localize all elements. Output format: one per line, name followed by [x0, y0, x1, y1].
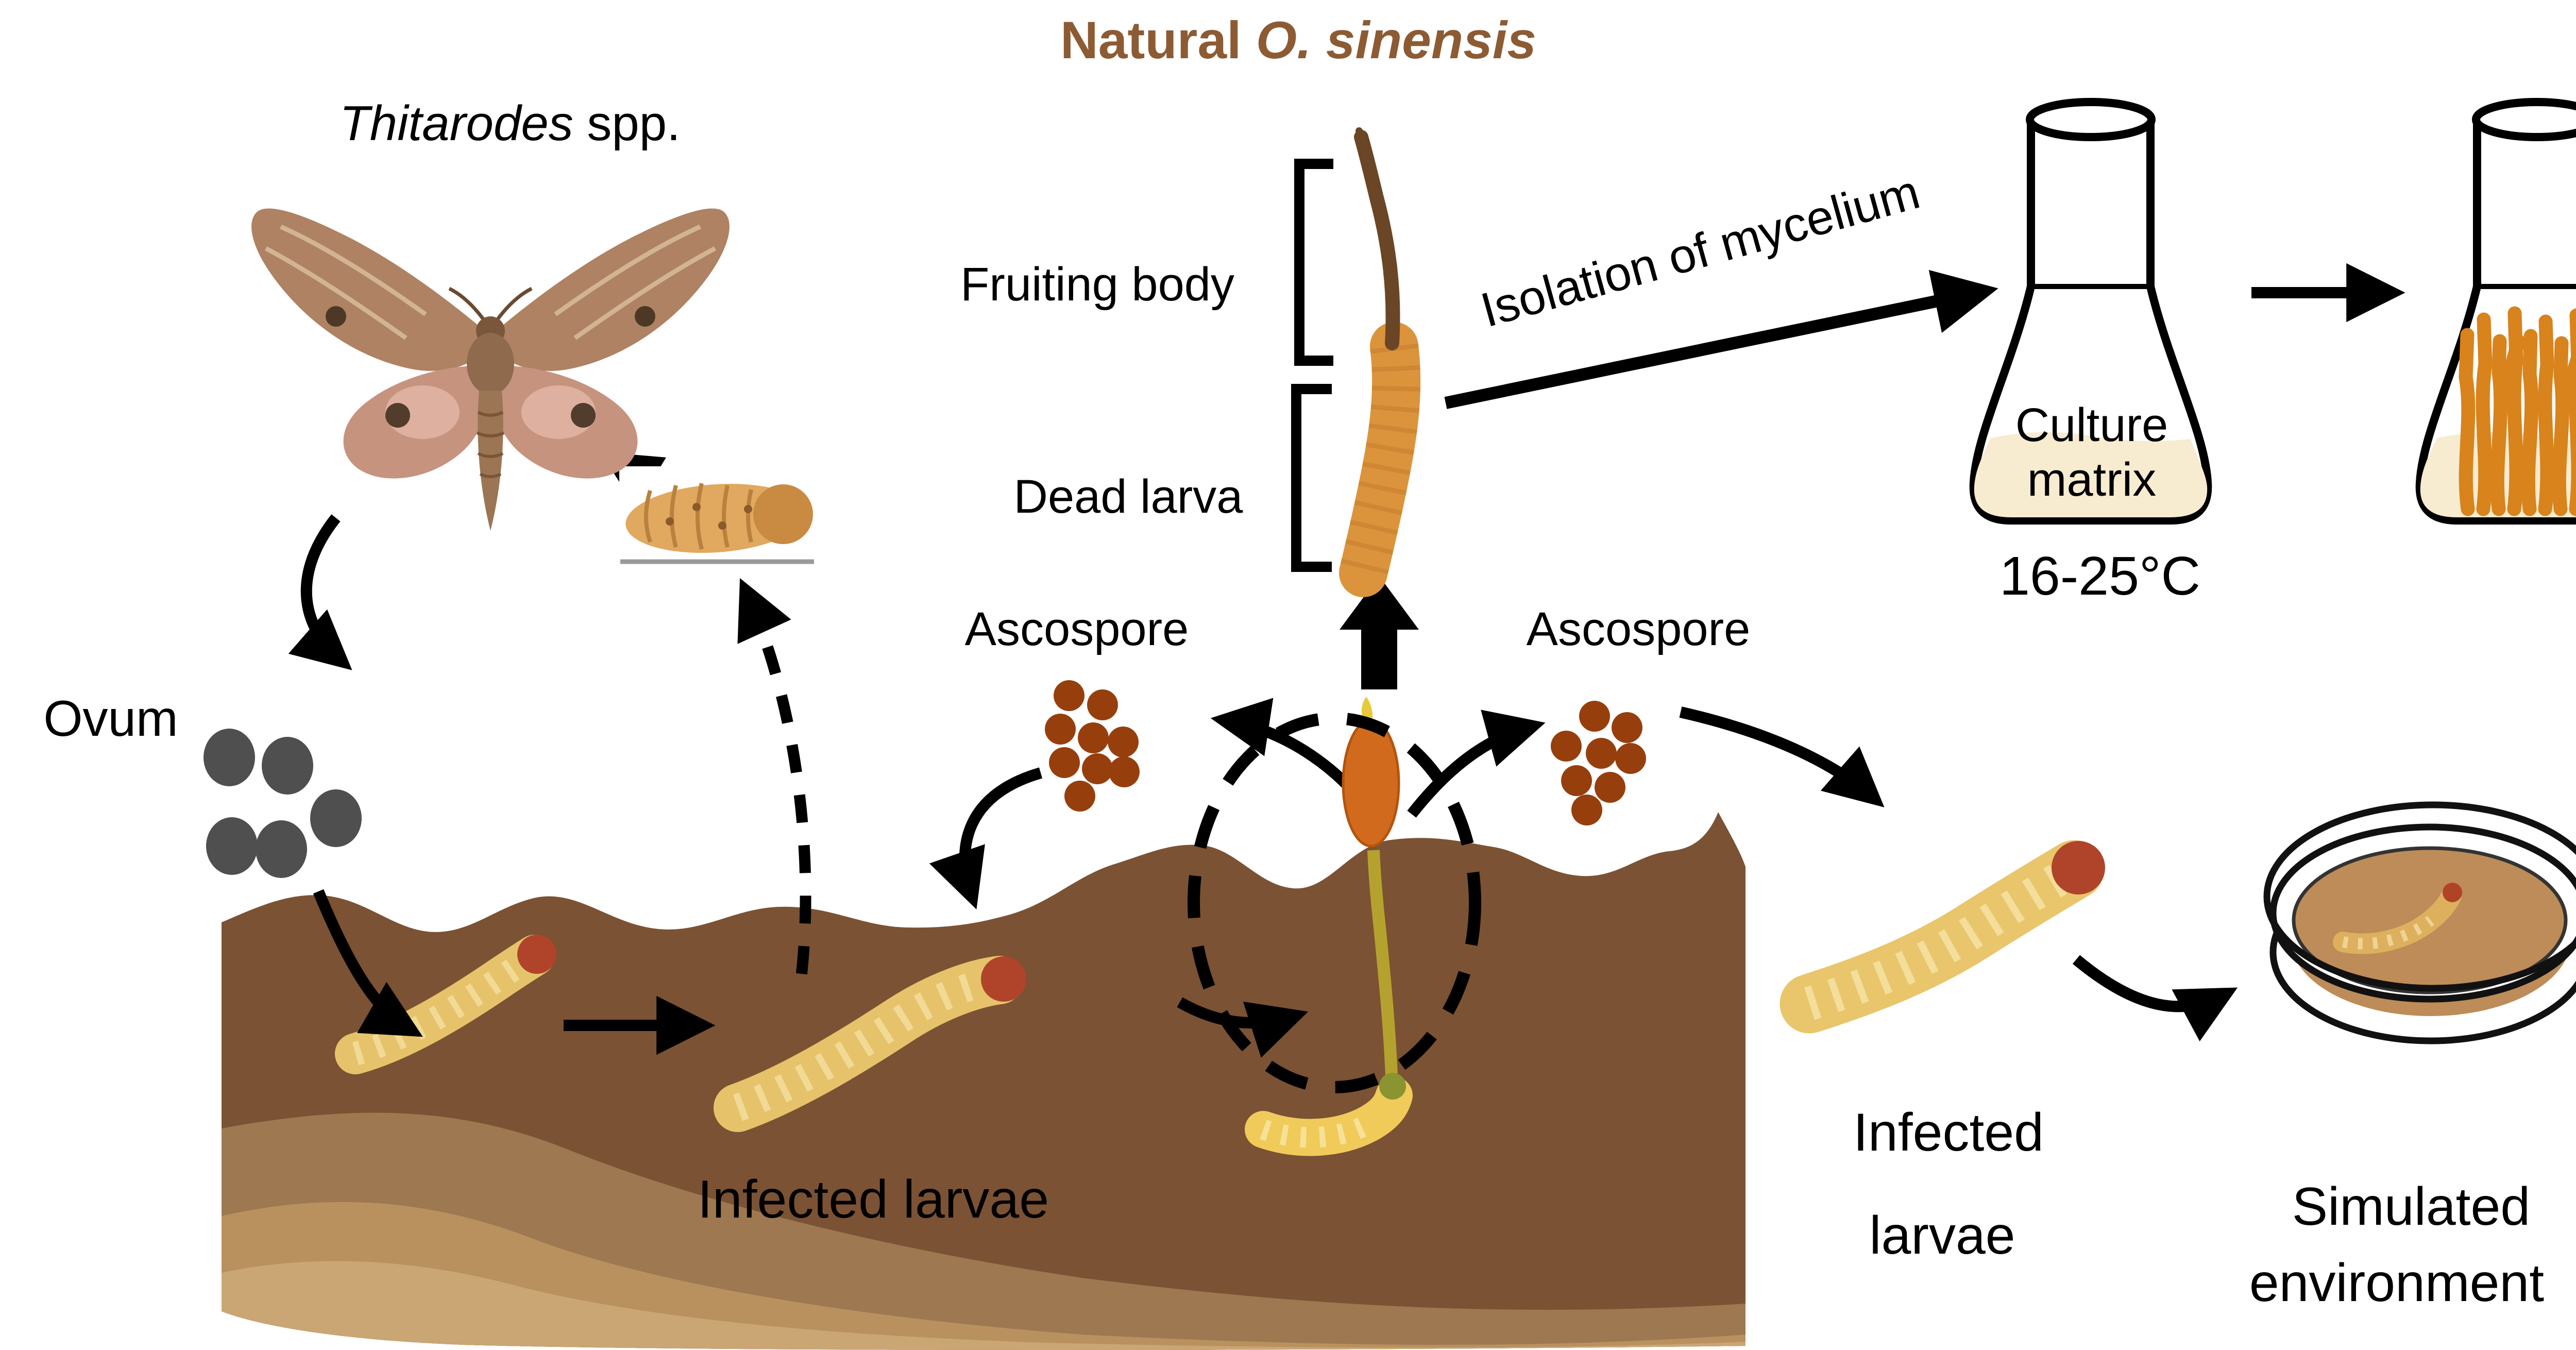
arrow-ascospore-left-to-soil — [929, 767, 1043, 910]
temperature-label: 16-25°C — [1999, 545, 2201, 606]
ovum-eggs — [204, 729, 362, 878]
egg-dot — [310, 789, 362, 847]
moth-genus: Thitarodes — [340, 96, 573, 151]
infected-larvae-right-line1: Infected — [1853, 1102, 2044, 1162]
culture-matrix-line2: matrix — [2027, 453, 2157, 507]
moth-label: Thitarodes spp. — [340, 98, 681, 149]
moth-forewing-left — [251, 208, 488, 371]
fungus-stroma-head — [1342, 719, 1400, 848]
egg-dot — [262, 737, 313, 795]
culture-matrix-line1: Culture — [2015, 399, 2168, 452]
flask1-liquid — [1974, 432, 2208, 517]
soil-layer-4 — [222, 1261, 1745, 1350]
dead-larva-label: Dead larva — [1013, 470, 1243, 524]
moth-thorax — [467, 333, 514, 395]
arrow-larva-to-petri — [2072, 955, 2238, 1042]
flask2-mouth — [2472, 98, 2576, 141]
soil-larva-2 — [714, 956, 1026, 1132]
page-title: Natural O. sinensis — [1060, 13, 1536, 68]
ascospore-dots-right — [1551, 701, 1646, 825]
arrow-moth-to-ovum — [288, 514, 352, 670]
natural-specimen — [1291, 127, 1421, 597]
infected-larvae-label-left: Infected larvae — [697, 1169, 1049, 1229]
simulated-env-line2: environment — [2249, 1253, 2545, 1313]
simulated-env-line1: Simulated — [2292, 1176, 2531, 1237]
petri-lid — [2263, 801, 2576, 992]
dashed-arrow-larva-to-pupa — [737, 578, 811, 975]
title-prefix: Natural — [1060, 10, 1256, 70]
petri-dish — [2263, 801, 2576, 1044]
soil-cross-section — [222, 812, 1745, 1350]
fruiting-body-label: Fruiting body — [960, 258, 1234, 311]
moth-forewing-right — [493, 208, 730, 371]
pupa — [619, 466, 814, 564]
specimen-dead-larva-body — [1339, 322, 1421, 597]
fungus-stalk — [1367, 850, 1398, 1089]
bracket-fruiting-body — [1294, 159, 1333, 366]
title-species: O. sinensis — [1256, 10, 1536, 70]
arrow-isolation-of-mycelium — [1444, 269, 1998, 409]
moth-suffix: spp. — [573, 96, 681, 151]
ascospore-dots-left — [1045, 680, 1140, 812]
fruiting-body-strands — [2459, 306, 2576, 516]
bracket-dead-larva — [1291, 384, 1332, 572]
fungus-stalk-base — [1379, 1073, 1406, 1100]
flask1-mouth — [2026, 98, 2156, 141]
dashed-highlight-ellipse — [1188, 712, 1481, 1093]
petri-larva — [2333, 883, 2462, 954]
arrow-ascospore-right-to-larva — [1679, 706, 1885, 807]
flask-culture-matrix — [1969, 98, 2212, 525]
egg-dot — [206, 817, 258, 875]
egg-dot — [204, 729, 255, 786]
flask-cordyceps — [2415, 98, 2576, 525]
moth-icon — [251, 208, 730, 531]
egg-dot — [256, 820, 307, 878]
ovum-label: Ovum — [43, 690, 178, 747]
arrow-spread-right — [1407, 710, 1546, 818]
thick-up-arrow — [1340, 576, 1419, 689]
ascospore-label-left: Ascospore — [964, 603, 1189, 656]
infected-larvae-right-line2: larvae — [1869, 1205, 2015, 1265]
infected-larva-right — [1780, 840, 2105, 1034]
soil-larva-1 — [335, 935, 556, 1074]
emerging-fungus — [1245, 697, 1413, 1156]
moth-abdomen — [478, 391, 503, 531]
flask1-body — [1969, 120, 2212, 525]
ascospore-label-right: Ascospore — [1526, 603, 1751, 656]
arrow-ovum-to-larva — [313, 889, 423, 1037]
arrow-larva-to-fungus — [1177, 997, 1309, 1058]
